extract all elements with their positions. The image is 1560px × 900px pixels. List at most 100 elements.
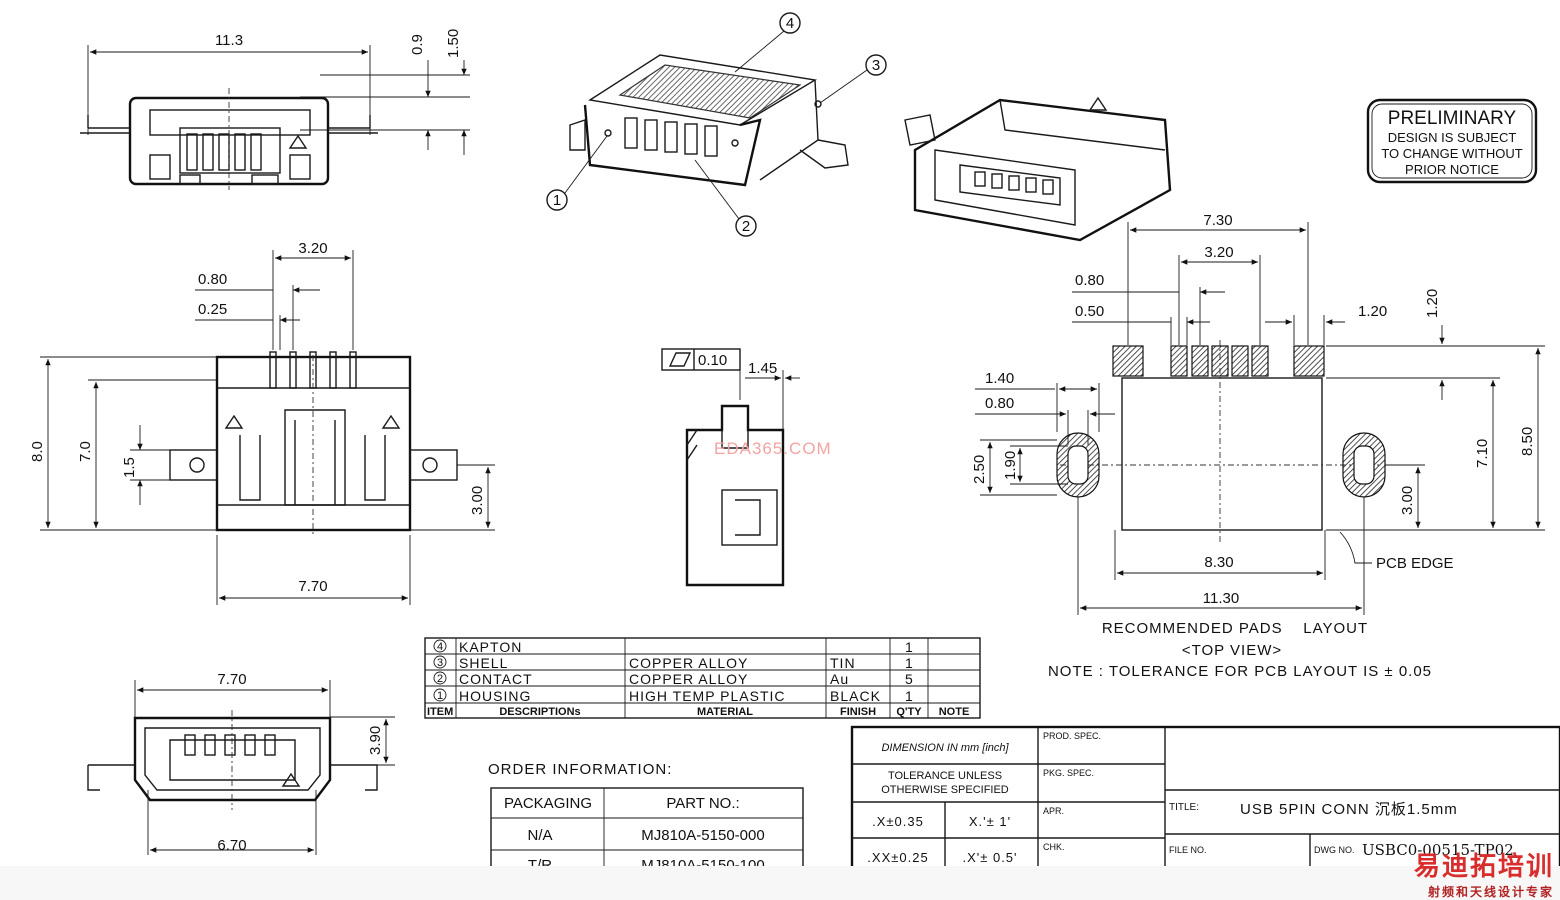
mount-slots <box>1056 432 1386 498</box>
recommended-note: NOTE : TOLERANCE FOR PCB LAYOUT IS ± 0.0… <box>1048 663 1432 680</box>
svg-text:COPPER ALLOY: COPPER ALLOY <box>629 671 748 687</box>
dimension-note: DIMENSION IN mm [inch] <box>881 742 1009 754</box>
svg-text:5: 5 <box>905 671 914 687</box>
prelim-line-2: DESIGN IS SUBJECT <box>1388 130 1517 145</box>
footer-bar <box>0 866 1560 900</box>
tol-xx: .XX±0.25 <box>867 850 928 865</box>
svg-text:CONTACT: CONTACT <box>459 671 533 687</box>
svg-text:HIGH TEMP PLASTIC: HIGH TEMP PLASTIC <box>629 688 786 704</box>
svg-text:Au: Au <box>830 671 849 687</box>
dim-pcb-320: 3.20 <box>1204 244 1233 261</box>
top-view: 11.3 0.9 1.50 <box>80 29 470 190</box>
front-view: 3.20 0.80 0.25 8.0 7.0 <box>29 240 495 605</box>
dim-bottom-w67: 6.70 <box>217 837 246 854</box>
dim-top-h1: 0.9 <box>409 34 426 55</box>
tol-x: .X±0.35 <box>872 814 924 829</box>
3d-front-view <box>904 96 1172 242</box>
tolerance-note-2: OTHERWISE SPECIFIED <box>881 784 1009 796</box>
svg-text:Q'TY: Q'TY <box>896 706 922 718</box>
tol-x-angle: X.'± 1' <box>969 814 1011 829</box>
signal-pads <box>1112 345 1325 377</box>
dim-front-h7: 7.0 <box>77 441 94 462</box>
apr-label: APR. <box>1043 806 1064 816</box>
dim-front-pitch: 0.80 <box>198 271 227 288</box>
svg-text:HOUSING: HOUSING <box>459 688 531 704</box>
dim-top-width: 11.3 <box>215 32 243 49</box>
dim-pcb-830: 8.30 <box>1204 554 1233 571</box>
bom-table: 4 KAPTON 1 3 SHELL COPPER ALLOY TIN 1 2 … <box>424 637 981 719</box>
pcb-layout: 7.30 3.20 0.80 0.50 1.20 1.20 8.50 7.10 … <box>971 212 1545 680</box>
dim-pcb-120: 1.20 <box>1358 303 1387 320</box>
title-value: USB 5PIN CONN 沉板1.5mm <box>1240 800 1458 818</box>
svg-text:4: 4 <box>437 641 443 653</box>
bom-row: 3 SHELL COPPER ALLOY TIN 1 <box>433 655 914 671</box>
prelim-line-1: PRELIMINARY <box>1388 108 1517 129</box>
dim-pcb-140: 1.40 <box>985 370 1014 387</box>
svg-text:NOTE: NOTE <box>939 706 970 718</box>
dim-pcb-120v: 1.20 <box>1424 289 1441 318</box>
isometric-view: 4 3 1 2 <box>546 12 887 237</box>
dim-front-h8: 8.0 <box>29 441 46 462</box>
order-row-part: MJ810A-5150-000 <box>641 827 764 844</box>
svg-text:BLACK: BLACK <box>830 688 881 704</box>
order-header-part: PART NO.: <box>666 795 739 812</box>
brand-logo: 易迪拓培训 射频和天线设计专家 <box>1414 846 1554 900</box>
dwg-no-value: USBC0-00515-TP02 <box>1362 841 1514 859</box>
svg-text:1: 1 <box>905 639 914 655</box>
bom-row: 1 HOUSING HIGH TEMP PLASTIC BLACK 1 <box>433 688 914 704</box>
dim-pcb-080: 0.80 <box>1075 272 1104 289</box>
dim-front-w77: 7.70 <box>298 578 327 595</box>
svg-text:3: 3 <box>437 657 443 669</box>
bottom-view: 7.70 3.90 6.70 <box>87 671 395 855</box>
dim-pcb-1130: 11.30 <box>1203 590 1239 607</box>
svg-text:1: 1 <box>905 688 914 704</box>
order-row-pack: N/A <box>527 827 552 844</box>
svg-text:TIN: TIN <box>830 655 856 671</box>
title-block: DIMENSION IN mm [inch] TOLERANCE UNLESS … <box>850 725 1560 874</box>
svg-text:1: 1 <box>437 690 443 702</box>
callout-1: 1 <box>553 192 561 209</box>
recommended-view: <TOP VIEW> <box>1182 642 1282 659</box>
dwg-no-label: DWG NO. <box>1314 845 1355 855</box>
bom-row: 4 KAPTON 1 <box>433 639 914 655</box>
pcb-edge-label: PCB EDGE <box>1376 555 1454 572</box>
dim-top-h2: 1.50 <box>445 29 462 58</box>
dim-bottom-h: 3.90 <box>367 726 384 755</box>
dim-pcb-730: 7.30 <box>1203 212 1232 229</box>
tol-xx-angle: .X'± 0.5' <box>962 850 1017 865</box>
brand-sub: 射频和天线设计专家 <box>1427 885 1554 899</box>
chk-label: CHK. <box>1043 842 1065 852</box>
dim-pcb-250: 2.50 <box>971 455 988 484</box>
callout-2: 2 <box>742 218 750 235</box>
callout-3: 3 <box>872 57 880 74</box>
svg-text:FINISH: FINISH <box>840 706 876 718</box>
brand-main: 易迪拓培训 <box>1413 852 1554 882</box>
order-info: ORDER INFORMATION: PACKAGING PART NO.: N… <box>488 761 804 874</box>
svg-text:ITEM: ITEM <box>427 706 453 718</box>
dim-side-w: 1.45 <box>748 360 777 377</box>
svg-text:MATERIAL: MATERIAL <box>697 706 753 718</box>
title-label: TITLE: <box>1169 802 1199 813</box>
dim-front-h15: 1.5 <box>121 457 138 478</box>
recommended-title: RECOMMENDED PADS LAYOUT <box>1102 620 1368 637</box>
dim-front-h3: 3.00 <box>469 486 486 515</box>
preliminary-stamp: PRELIMINARY DESIGN IS SUBJECT TO CHANGE … <box>1366 98 1538 184</box>
svg-text:COPPER ALLOY: COPPER ALLOY <box>629 655 748 671</box>
dim-pcb-080b: 0.80 <box>985 395 1014 412</box>
dim-pcb-850: 8.50 <box>1519 427 1536 456</box>
dim-front-w: 3.20 <box>298 240 327 257</box>
tolerance-note-1: TOLERANCE UNLESS <box>888 770 1002 782</box>
dim-pcb-300: 3.00 <box>1399 486 1416 515</box>
svg-text:2: 2 <box>437 673 443 685</box>
svg-text:1: 1 <box>905 655 914 671</box>
prod-spec-label: PROD. SPEC. <box>1043 731 1101 741</box>
dim-pcb-050: 0.50 <box>1075 303 1104 320</box>
bom-header: ITEM DESCRIPTIONs MATERIAL FINISH Q'TY N… <box>427 706 969 718</box>
watermark: EDA365.COM <box>714 439 832 458</box>
callout-4: 4 <box>786 15 794 32</box>
dim-front-pin: 0.25 <box>198 301 227 318</box>
prelim-line-4: PRIOR NOTICE <box>1405 162 1499 177</box>
dim-pcb-710: 7.10 <box>1474 439 1491 468</box>
side-view: 0.10 1.45 <box>661 348 800 587</box>
